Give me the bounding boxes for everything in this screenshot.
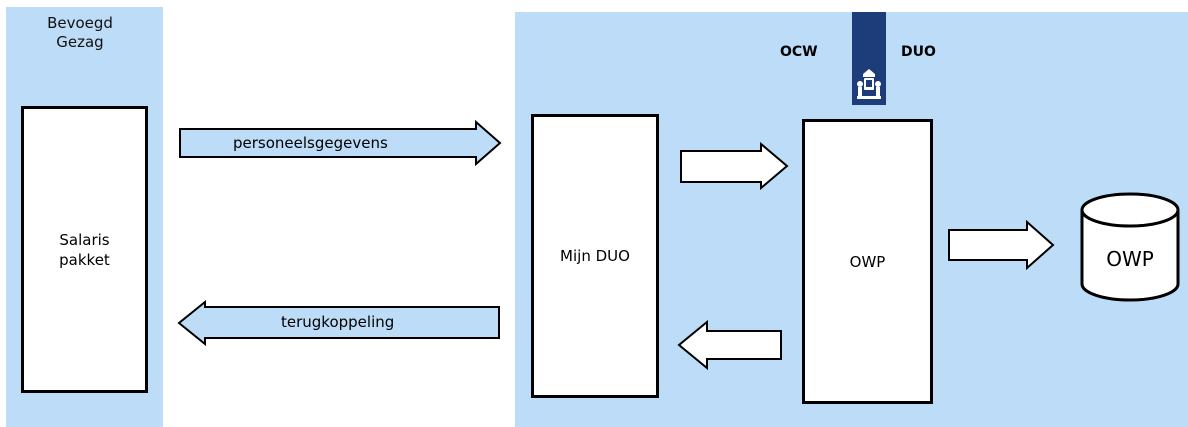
terugkoppeling-arrow	[177, 300, 500, 346]
owp-box: OWP	[802, 119, 933, 404]
owp-database-label: OWP	[1106, 247, 1154, 271]
salaris-pakket-box: Salaris pakket	[21, 106, 148, 393]
owp-box-label: OWP	[849, 252, 886, 271]
personeelsgegevens-label: personeelsgegevens	[233, 134, 388, 152]
owp-database-icon	[1080, 192, 1180, 302]
rijksoverheid-logo-icon	[852, 12, 886, 105]
owp-to-mijn-duo-arrow	[677, 320, 782, 370]
duo-label: DUO	[901, 44, 936, 60]
owp-to-database-arrow	[948, 220, 1055, 270]
terugkoppeling-label: terugkoppeling	[281, 313, 395, 331]
mijn-duo-box: Mijn DUO	[531, 114, 659, 398]
salaris-pakket-label: Salaris pakket	[59, 230, 110, 269]
personeelsgegevens-arrow	[179, 120, 502, 166]
bevoegd-gezag-title: Bevoegd Gezag	[47, 14, 113, 51]
mijn-duo-to-owp-arrow	[680, 142, 789, 190]
ocw-label: OCW	[780, 44, 818, 60]
mijn-duo-label: Mijn DUO	[560, 247, 630, 265]
